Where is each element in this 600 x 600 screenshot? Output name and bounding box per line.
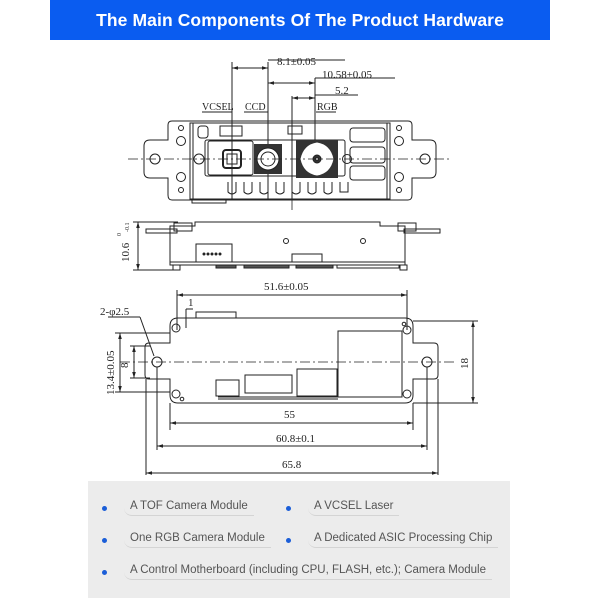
dim-height-tol-lower: -0.1 (125, 223, 131, 233)
feature-label: A VCSEL Laser (308, 500, 400, 516)
dim-board-width: 51.6±0.05 (264, 281, 309, 293)
bullet-icon (102, 569, 107, 575)
feature-label: A Control Motherboard (including CPU, FL… (124, 564, 493, 580)
feature-item: A Dedicated ASIC Processing Chip (286, 530, 499, 550)
feature-label: A Dedicated ASIC Processing Chip (308, 532, 499, 548)
hardware-dimension-drawing: 8.1±0.05 10.58±0.05 5.2 VCSEL CCD RGB (100, 56, 478, 475)
header-banner: The Main Components Of The Product Hardw… (50, 0, 550, 40)
dim-rgb-offset: 5.2 (335, 85, 349, 97)
features-panel: A TOF Camera Module A VCSEL Laser One RG… (88, 481, 510, 598)
dim-hole-spacing-vertical: 13.4±0.05 (105, 350, 117, 395)
feature-label: A TOF Camera Module (124, 500, 254, 516)
label-ccd: CCD (245, 102, 266, 113)
dim-total-height: 18 (459, 358, 471, 370)
side-view (133, 221, 441, 271)
feature-item: A Control Motherboard (including CPU, FL… (102, 562, 493, 582)
bullet-icon (286, 505, 291, 511)
hole-spec: 2-φ2.5 (100, 306, 130, 318)
dim-hole-pitch: 60.8±0.1 (276, 433, 315, 445)
bullet-icon (286, 537, 291, 543)
top-view-text: 8.1±0.05 10.58±0.05 5.2 VCSEL CCD RGB (202, 56, 373, 113)
dim-body-length: 55 (284, 409, 296, 421)
dim-ccd-rgb: 10.58±0.05 (322, 69, 373, 81)
label-vcsel: VCSEL (202, 102, 234, 113)
feature-label: One RGB Camera Module (124, 532, 271, 548)
feature-item: A TOF Camera Module (102, 498, 254, 518)
dim-vcsel-ccd: 8.1±0.05 (277, 56, 317, 68)
dim-overall-length: 65.8 (282, 459, 302, 471)
dim-height: 10.6 (120, 242, 132, 262)
feature-item: A VCSEL Laser (286, 498, 400, 518)
page-title: The Main Components Of The Product Hardw… (96, 9, 504, 30)
bottom-view (108, 290, 478, 475)
top-view (128, 59, 452, 210)
feature-item: One RGB Camera Module (102, 530, 271, 550)
dim-height-tol-upper: 0 (117, 233, 123, 236)
bottom-view-text: 51.6±0.05 1 2-φ2.5 13.4±0.05 8 18 55 60.… (100, 281, 471, 471)
bullet-icon (102, 505, 107, 511)
dim-edge-offset: 1 (188, 297, 194, 309)
bullet-icon (102, 537, 107, 543)
label-rgb: RGB (317, 102, 338, 113)
dim-flange-height: 8 (119, 362, 131, 368)
side-view-text: 10.6 0 -0.1 (117, 223, 132, 263)
